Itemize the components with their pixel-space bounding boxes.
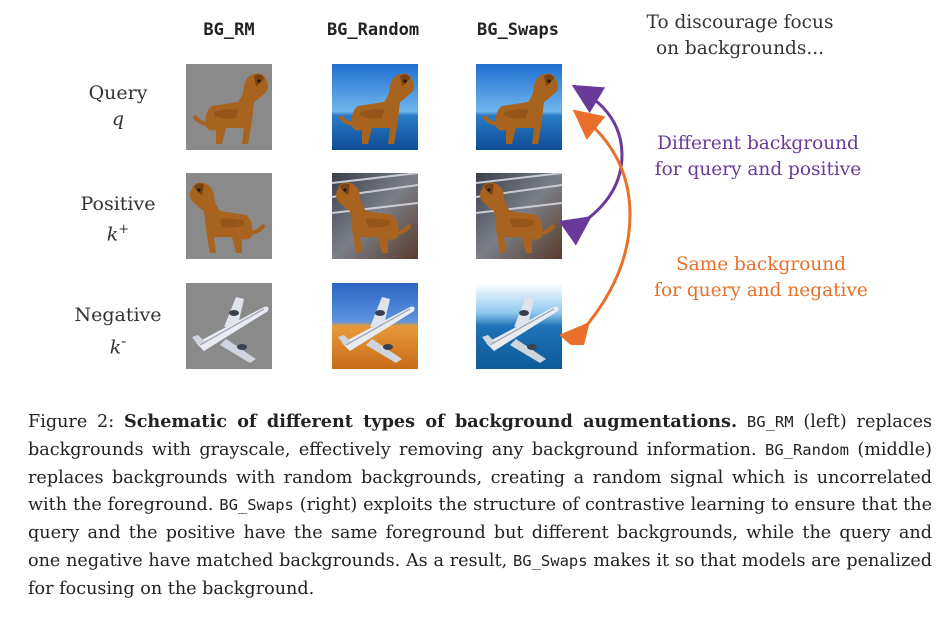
row-label-positive: Positive k+ [48,191,188,247]
column-header-bg-rm: BG_RM [203,20,255,40]
image-positive-bg-swaps [476,173,562,259]
dog-icon [476,64,562,150]
caption-text: (middle) replaces backgrounds with rando… [28,439,932,516]
image-positive-bg-rm [186,173,272,259]
image-query-bg-swaps [476,64,562,150]
dog-icon [186,173,272,259]
image-negative-bg-rm [186,283,272,369]
dog-icon [186,64,272,150]
row-label-text: Negative [74,304,162,326]
airplane-icon [186,283,272,369]
column-header-bg-random: BG_Random [326,20,420,40]
note-top-line-2: on backgrounds... [655,38,824,59]
note-top-line-1: To discourage focus [646,12,834,33]
arrows-diagram [560,84,632,345]
note-purple: Different background for query and posit… [630,131,886,183]
caption-text: (right) exploits the structure of contra… [28,495,932,571]
row-label-text: Positive [80,193,156,215]
row-symbol: k+ [106,222,130,246]
image-query-bg-random [332,64,418,150]
row-label-query: Query q [48,80,188,132]
figure-caption: Figure 2: Schematic of different types o… [28,408,932,604]
column-header-bg-swaps: BG_Swaps [477,20,559,40]
row-label-negative: Negative k- [48,302,188,360]
orange-arrow [560,109,632,345]
row-label-text: Query [88,82,148,104]
dog-icon [332,64,418,150]
note-orange-line-1: Same background [675,254,846,275]
note-purple-line-2: for query and positive [654,159,862,180]
row-symbol: k- [109,332,127,359]
dog-icon [332,173,418,259]
image-negative-bg-random [332,283,418,369]
airplane-icon [476,283,562,369]
image-negative-bg-swaps [476,283,562,369]
image-positive-bg-random [332,173,418,259]
caption-term: BG_RM [746,413,794,431]
note-top: To discourage focus on backgrounds... [620,10,860,62]
note-orange: Same background for query and negative [630,252,892,304]
caption-title: Schematic of different types of backgrou… [124,411,738,432]
airplane-icon [332,283,418,369]
note-orange-line-2: for query and negative [654,280,868,301]
caption-term: BG_Swaps [512,551,588,570]
caption-term: BG_Swaps [219,496,294,515]
figure-label: Figure 2: [28,412,115,432]
image-query-bg-rm [186,64,272,150]
row-symbol: q [111,108,125,130]
caption-text: (left) replaces backgrounds with graysca… [28,412,933,460]
note-purple-line-1: Different background [657,133,859,154]
caption-term: BG_Random [764,440,849,459]
dog-icon [476,173,562,259]
caption-text: makes it so that models are penalized fo… [28,550,933,599]
